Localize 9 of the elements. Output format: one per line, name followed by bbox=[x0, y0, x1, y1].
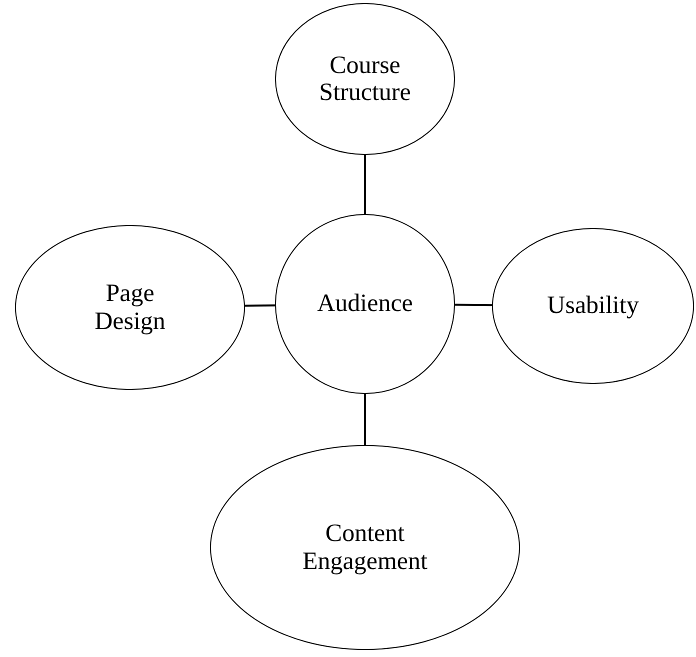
node-label: Page Design bbox=[94, 280, 166, 335]
connector-line bbox=[364, 155, 366, 214]
node-label: Course Structure bbox=[318, 52, 412, 106]
node-label: Usability bbox=[547, 292, 639, 320]
connector-line bbox=[454, 304, 492, 306]
connector-line bbox=[364, 394, 366, 445]
node-label: Audience bbox=[317, 290, 413, 318]
connector-line bbox=[244, 304, 276, 307]
node-label: Content Engagement bbox=[302, 520, 428, 575]
